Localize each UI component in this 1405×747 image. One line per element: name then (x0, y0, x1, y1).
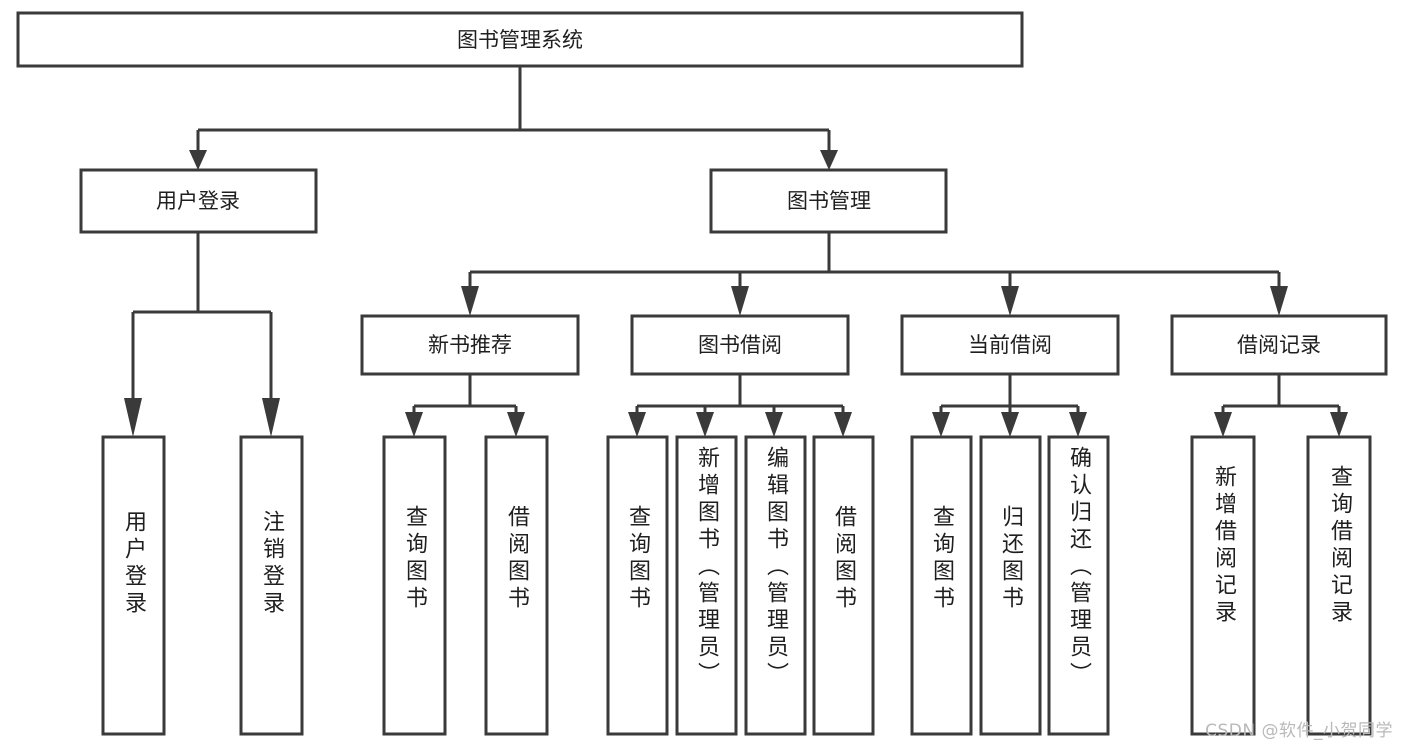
node-book-manage[interactable]: 图书管理 (709, 168, 948, 234)
arrow-newbook-leaf-2 (507, 412, 525, 437)
arrow-level3-3 (1001, 286, 1019, 316)
arrow-to-book-manage (820, 150, 838, 170)
arrow-to-user-login (189, 150, 207, 170)
node-user-login-box[interactable] (79, 168, 318, 234)
arrow-record-leaf-2 (1330, 412, 1348, 437)
leaf-box-borrow-3[interactable] (744, 435, 807, 736)
arrow-borrow-leaf-4 (834, 412, 852, 437)
arrow-record-leaf-1 (1214, 412, 1232, 437)
node-current-borrow-label: 当前借阅 (968, 333, 1052, 357)
node-user-login-label: 用户登录 (156, 189, 240, 213)
leaf-box-borrow-4[interactable] (812, 435, 875, 736)
leaf-box-current-2[interactable] (979, 435, 1042, 736)
node-root[interactable]: 图书管理系统 (16, 11, 1024, 68)
leaf-box-user-login-1[interactable] (101, 435, 166, 736)
node-book-borrow[interactable]: 图书借阅 (630, 314, 850, 376)
leaf-box-user-login-2[interactable] (239, 435, 304, 736)
arrow-borrow-leaf-1 (628, 412, 646, 437)
node-current-borrow[interactable]: 当前借阅 (900, 314, 1120, 376)
leaf-box-borrow-1[interactable] (606, 435, 669, 736)
node-book-manage-box[interactable] (709, 168, 948, 234)
arrow-level3-2 (731, 286, 749, 316)
arrow-current-leaf-2 (1001, 412, 1019, 437)
node-root-box[interactable] (16, 11, 1024, 68)
leaf-box-current-1[interactable] (910, 435, 973, 736)
node-borrow-record-label: 借阅记录 (1237, 333, 1321, 357)
leaf-box-newbook-2[interactable] (484, 435, 549, 736)
node-new-book-recommend-box[interactable] (360, 314, 580, 376)
leaf-box-borrow-2[interactable] (675, 435, 738, 736)
leaf-box-newbook-1[interactable] (382, 435, 447, 736)
leaf-box-current-3[interactable] (1047, 435, 1110, 736)
arrow-user-login-leaf-1 (124, 398, 142, 437)
node-borrow-record[interactable]: 借阅记录 (1170, 314, 1388, 376)
node-current-borrow-box[interactable] (900, 314, 1120, 376)
arrow-borrow-leaf-2 (696, 412, 714, 437)
connector-group (124, 66, 1348, 437)
node-new-book-recommend-label: 新书推荐 (428, 333, 512, 357)
arrow-borrow-leaf-3 (765, 412, 783, 437)
node-book-manage-label: 图书管理 (787, 189, 871, 213)
csdn-watermark: CSDN @软件_小贺同学 (1205, 721, 1393, 741)
leaf-box-record-2[interactable] (1306, 435, 1372, 736)
arrow-current-leaf-3 (1069, 412, 1087, 437)
arrow-current-leaf-1 (932, 412, 950, 437)
node-user-login[interactable]: 用户登录 (79, 168, 318, 234)
node-borrow-record-box[interactable] (1170, 314, 1388, 376)
arrow-level3-4 (1270, 286, 1288, 316)
leaf-box-group (101, 435, 1372, 736)
arrow-newbook-leaf-1 (405, 412, 423, 437)
node-book-borrow-label: 图书借阅 (698, 333, 782, 357)
node-book-borrow-box[interactable] (630, 314, 850, 376)
node-root-label: 图书管理系统 (457, 28, 583, 52)
leaf-box-record-1[interactable] (1190, 435, 1256, 736)
arrow-level3-1 (461, 286, 479, 316)
arrow-user-login-leaf-2 (262, 398, 280, 437)
node-new-book-recommend[interactable]: 新书推荐 (360, 314, 580, 376)
